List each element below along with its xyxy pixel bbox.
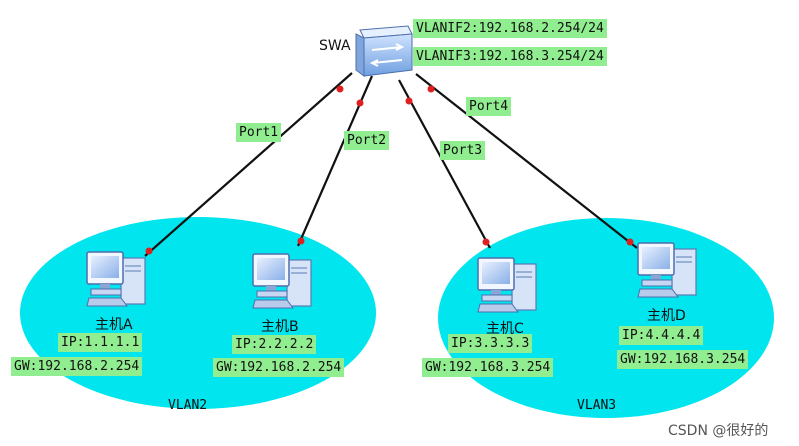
port1-label: Port1	[236, 123, 282, 142]
host-a-pc-icon[interactable]	[86, 251, 146, 307]
host-b-pc-icon[interactable]	[252, 253, 312, 309]
host-c-gw: GW:192.168.3.254	[422, 358, 554, 377]
link-port3	[398, 79, 491, 249]
switch-label: SWA	[319, 38, 351, 54]
port-dot	[405, 97, 413, 105]
port3-label: Port3	[440, 141, 486, 160]
vlan2-area	[20, 217, 376, 409]
port-dot	[145, 247, 153, 255]
vlanif2-label: VLANIF2:192.168.2.254/24	[413, 19, 607, 38]
host-c-name: 主机C	[486, 321, 524, 337]
host-d-name: 主机D	[647, 308, 686, 324]
vlanif3-label: VLANIF3:192.168.3.254/24	[413, 47, 607, 66]
watermark: CSDN @很好的	[668, 423, 769, 439]
link-port1	[144, 72, 353, 257]
host-b-name: 主机B	[261, 319, 299, 335]
host-d-gw: GW:192.168.3.254	[617, 350, 749, 369]
port-dot	[626, 238, 634, 246]
port4-label: Port4	[466, 97, 512, 116]
host-d-pc-icon[interactable]	[637, 242, 697, 298]
host-c-pc-icon[interactable]	[477, 257, 537, 313]
host-c-ip: IP:3.3.3.3	[448, 334, 533, 353]
port-dot	[336, 85, 344, 93]
host-d-ip: IP:4.4.4.4	[619, 326, 704, 345]
host-a-ip: IP:1.1.1.1	[58, 333, 143, 352]
port-dot	[297, 237, 305, 245]
host-b-ip: IP:2.2.2.2	[232, 335, 317, 354]
port-dot	[427, 85, 435, 93]
port2-label: Port2	[344, 131, 390, 150]
host-a-gw: GW:192.168.2.254	[11, 357, 143, 376]
port-dot	[482, 238, 490, 246]
vlan3-label: VLAN3	[577, 398, 617, 413]
port-dot	[356, 99, 364, 107]
host-b-gw: GW:192.168.2.254	[213, 358, 345, 377]
switch-icon[interactable]	[355, 25, 413, 77]
link-port4	[415, 73, 638, 249]
host-a-name: 主机A	[95, 317, 133, 333]
vlan2-label: VLAN2	[168, 398, 208, 413]
